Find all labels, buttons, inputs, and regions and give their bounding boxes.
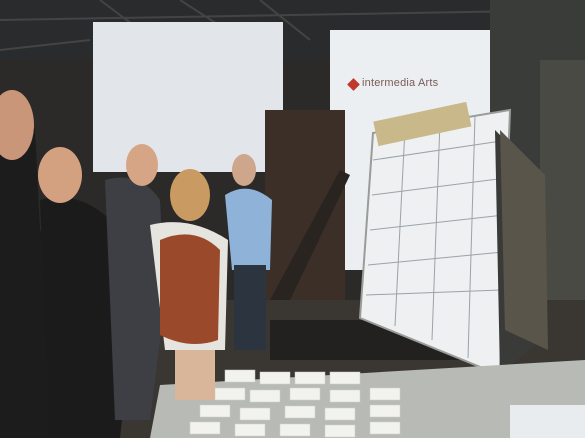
person-bearded-head <box>126 144 158 186</box>
person-left-head <box>0 90 34 160</box>
person-woman-head <box>38 147 82 203</box>
person-backpack-legs <box>175 350 215 400</box>
person-blue-shirt <box>225 188 272 270</box>
backpack <box>160 234 220 344</box>
person-blue-head <box>232 154 256 186</box>
sticky-notes <box>189 369 401 438</box>
person-backpack-head <box>170 169 210 221</box>
person-blue-legs <box>234 265 266 350</box>
person-left-foreground <box>0 109 60 438</box>
wall-sign: intermedia Arts <box>362 77 439 89</box>
person-bearded-man <box>105 177 165 420</box>
back-wall-left <box>93 22 283 172</box>
whiteboard-tray <box>373 101 472 147</box>
easel-sign-board <box>500 130 548 350</box>
whiteboard-grid <box>365 115 509 359</box>
paper-sheet <box>510 405 585 438</box>
staircase <box>270 170 350 300</box>
